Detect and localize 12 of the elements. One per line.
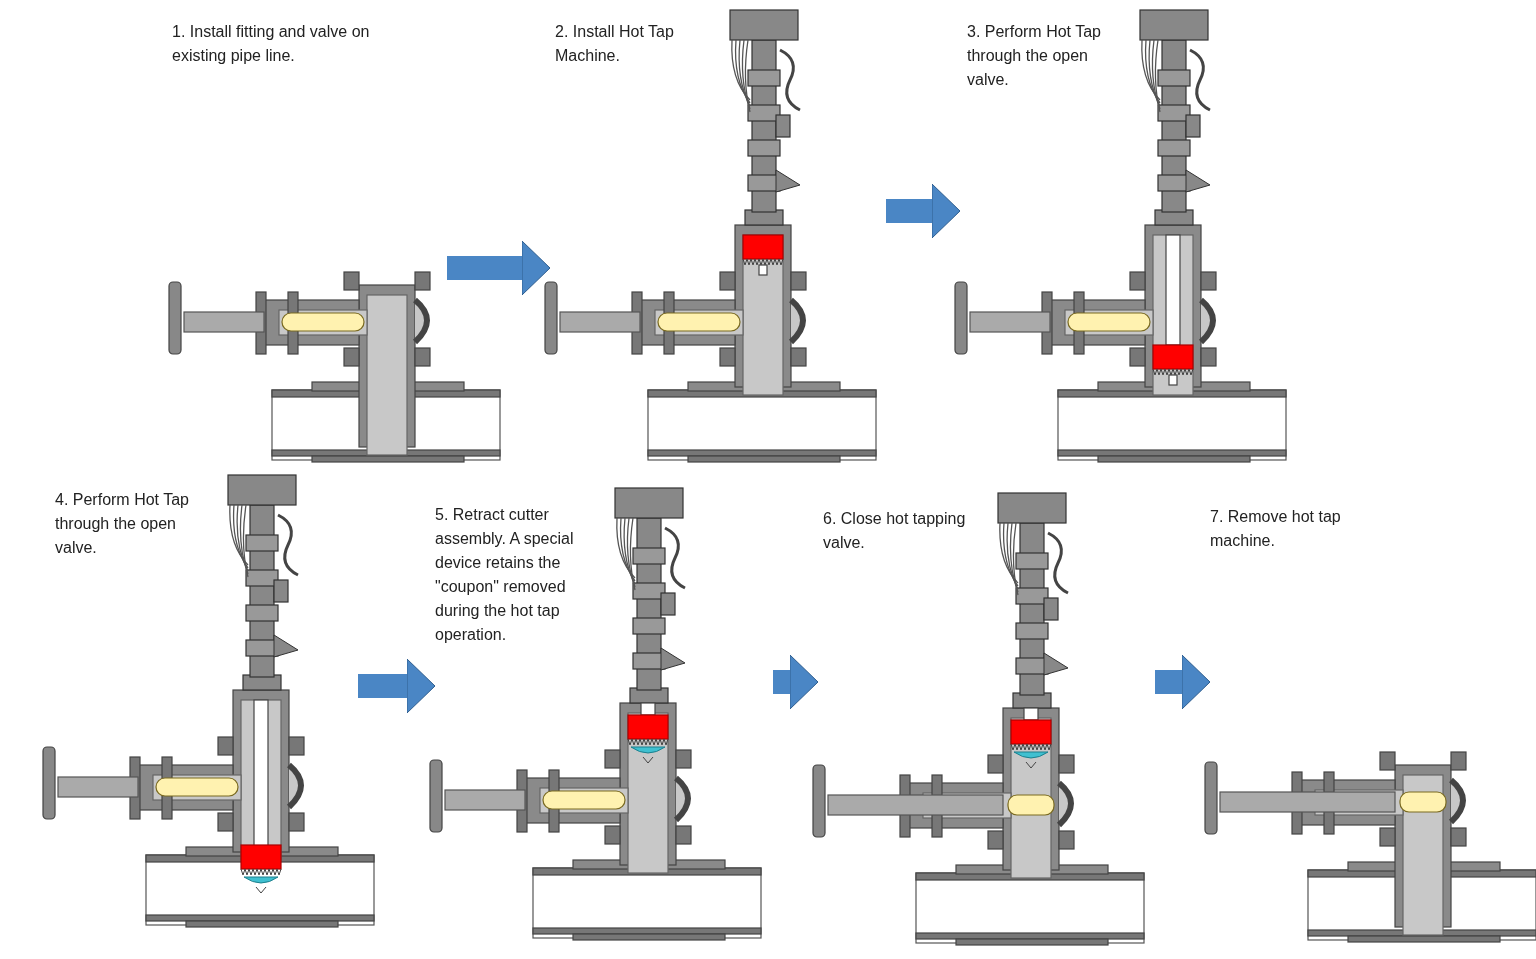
step-caption: 5. Retract cutter assembly. A special device retains the "coupon" removed during the hot tap operation. xyxy=(435,505,575,645)
arrow xyxy=(886,183,961,239)
arrow xyxy=(1155,654,1211,710)
step-caption: 6. Close hot tapping valve. xyxy=(823,509,967,553)
arrow xyxy=(447,240,551,296)
arrow xyxy=(773,654,819,710)
step-caption: 1. Install fitting and valve on existing pipe line. xyxy=(172,22,371,66)
step-caption: 7. Remove hot tap machine. xyxy=(1210,507,1342,551)
step-caption: 3. Perform Hot Tap through the open valve. xyxy=(967,22,1102,90)
arrow xyxy=(358,658,436,714)
step-caption: 2. Install Hot Tap Machine. xyxy=(555,22,675,66)
step-caption: 4. Perform Hot Tap through the open valve. xyxy=(55,490,190,558)
